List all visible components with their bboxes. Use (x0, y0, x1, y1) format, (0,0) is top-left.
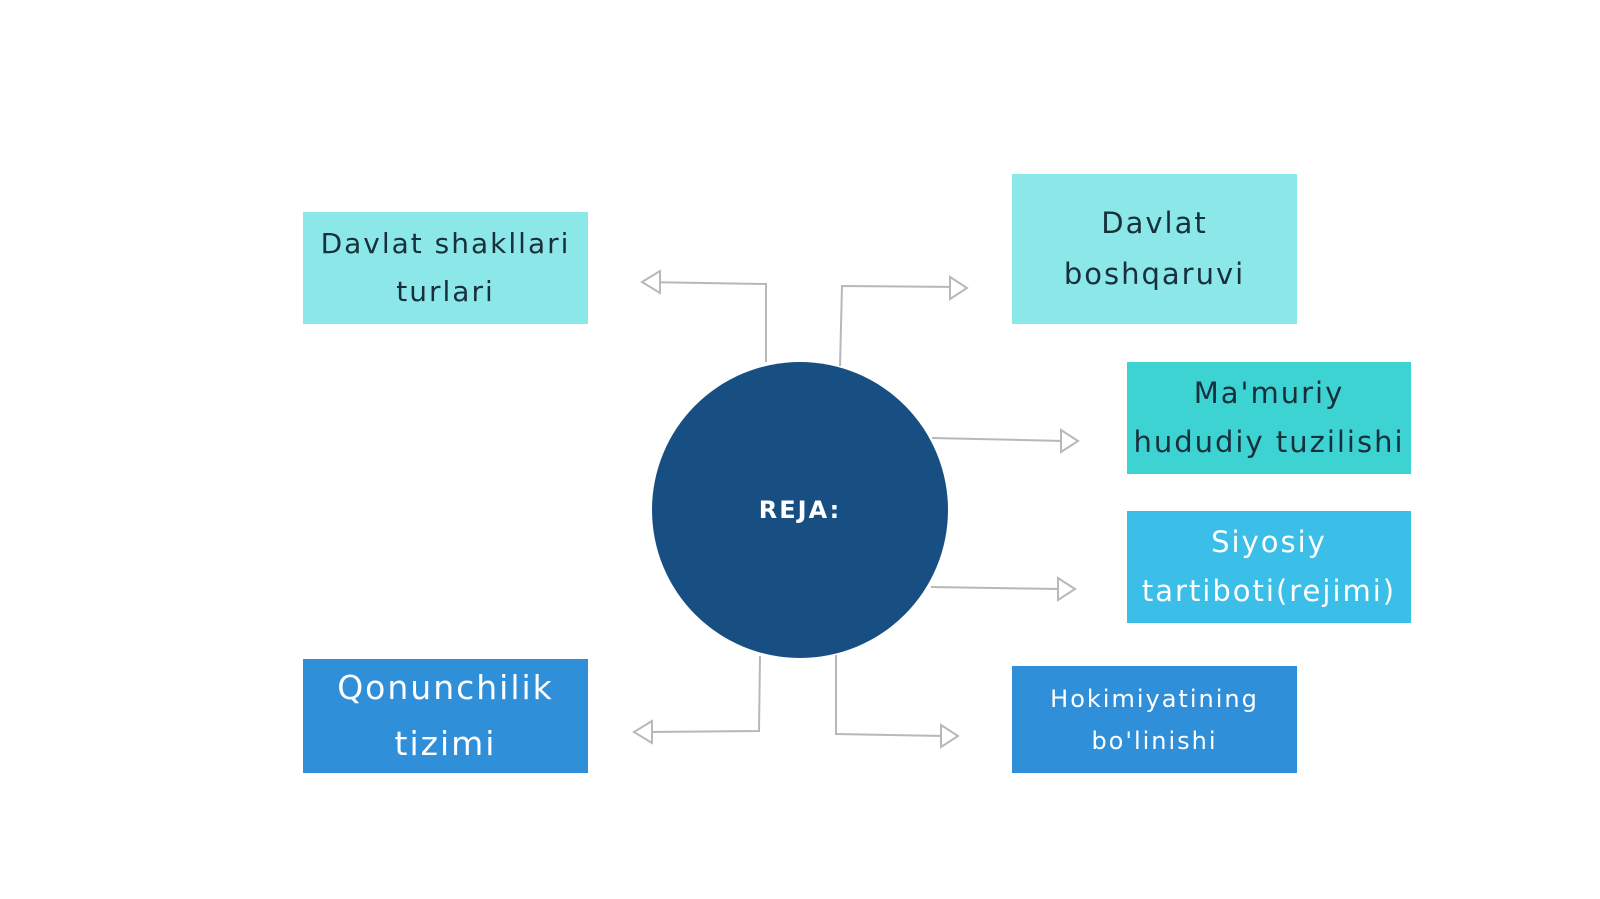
connector-siyosiy (930, 586, 1061, 590)
center-label: REJA: (758, 496, 842, 524)
center-node: REJA: (652, 362, 948, 658)
connector-boshqaruvi (839, 284, 959, 367)
arrowhead-mamuriy (1060, 428, 1080, 454)
node-label: Siyosiy tartiboti(rejimi) (1141, 524, 1397, 608)
node-label: Davlat boshqaruvi (1063, 206, 1246, 291)
arrowhead-siyosiy (1057, 576, 1077, 602)
node-davlat-shakllari: Davlat shakllari turlari (303, 212, 588, 324)
node-siyosiy-tartiboti: Siyosiy tartiboti(rejimi) (1127, 511, 1411, 623)
arrowhead-qonunchilik (632, 719, 653, 745)
connector-qonunchilik (647, 655, 761, 733)
node-label: Ma'muriy hududiy tuzilishi (1133, 375, 1405, 459)
node-mamuriy-hududiy: Ma'muriy hududiy tuzilishi (1127, 362, 1411, 474)
node-label: Hokimiyatining bo'linishi (1050, 684, 1259, 755)
node-label: Davlat shakllari turlari (320, 227, 571, 308)
connector-shakllari (643, 281, 767, 362)
arrowhead-hokimiyat (940, 723, 960, 749)
node-hokimiyat-bolinishi: Hokimiyatining bo'linishi (1012, 666, 1297, 773)
connector-mamuriy (931, 437, 1065, 442)
node-davlat-boshqaruvi: Davlat boshqaruvi (1012, 174, 1297, 324)
connector-hokimiyat (835, 655, 945, 737)
node-label: Qonunchilik tizimi (337, 667, 554, 763)
arrowhead-boshqaruvi (949, 275, 969, 301)
arrowhead-shakllari (640, 269, 661, 295)
node-qonunchilik-tizimi: Qonunchilik tizimi (303, 659, 588, 773)
